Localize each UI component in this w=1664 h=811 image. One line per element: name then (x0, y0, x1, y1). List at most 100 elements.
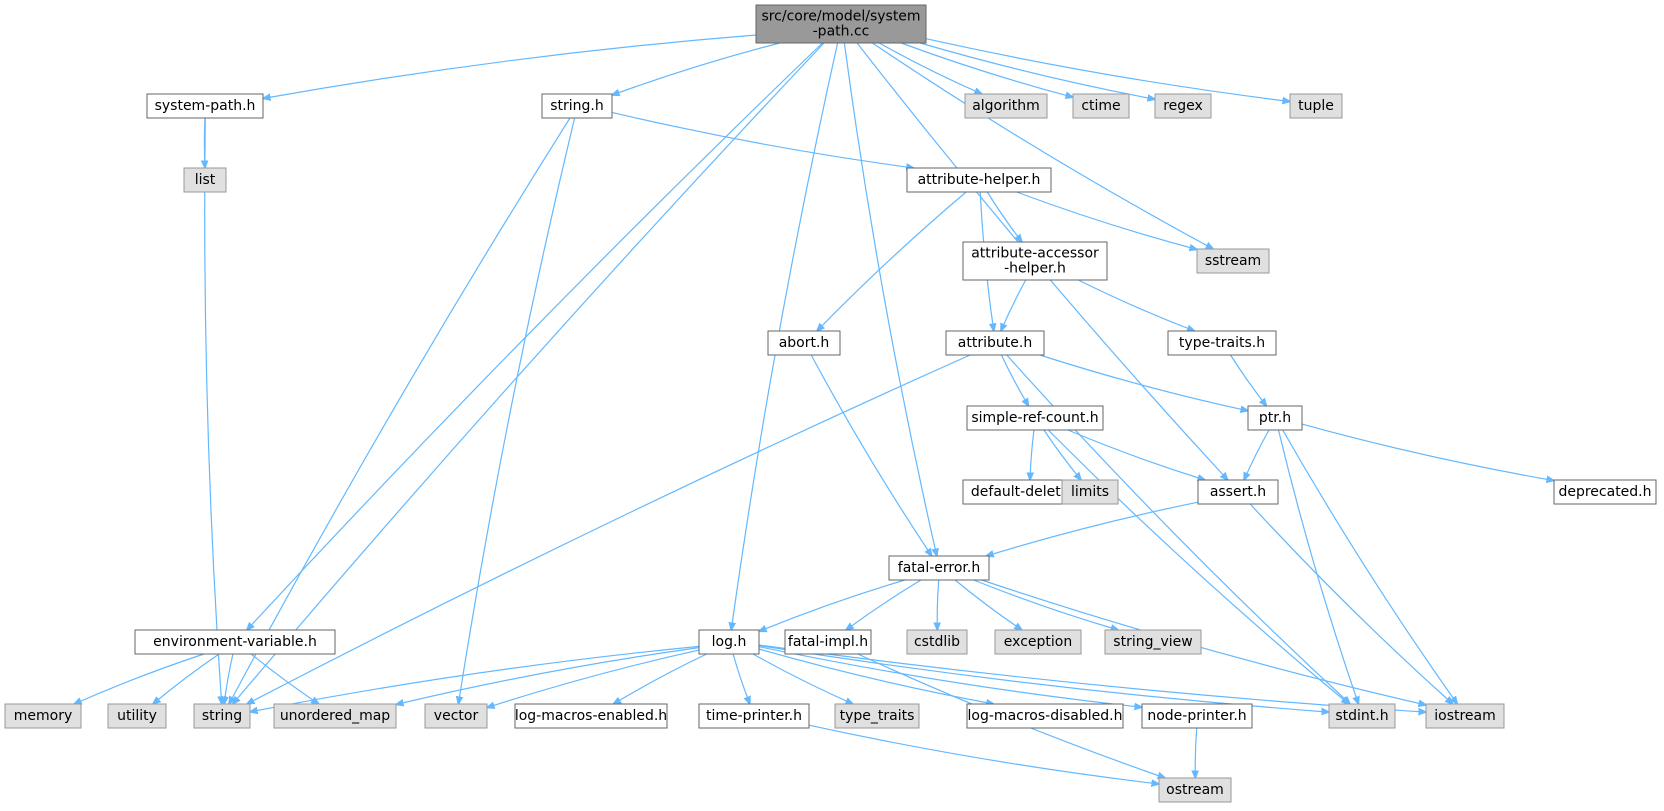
node-string-view[interactable]: string_view (1104, 629, 1202, 655)
node-system-path-h[interactable]: system-path.h (146, 93, 264, 119)
node-deprecated-h[interactable]: deprecated.h (1553, 479, 1657, 505)
node-box-vector (424, 703, 488, 729)
node-ptr-h[interactable]: ptr.h (1247, 405, 1303, 431)
node-label-memory: memory (14, 708, 73, 724)
node-fatal-impl-h[interactable]: fatal-impl.h (784, 629, 872, 655)
edge-ptr-h-to-stdint-h (1277, 429, 1359, 704)
node-label-environment-variable-h: environment-variable.h (153, 634, 317, 650)
node-label-fatal-impl-h: fatal-impl.h (788, 634, 868, 650)
edge-fatal-error-h-to-fatal-impl-h (846, 579, 922, 630)
edge-log-h-to-type-traits (752, 653, 853, 704)
edge-simple-ref-count-h-to-limits (1043, 429, 1081, 480)
node-box-ostream (1158, 777, 1232, 803)
node-exception[interactable]: exception (994, 629, 1082, 655)
node-label-algorithm: algorithm (972, 98, 1040, 114)
node-abort-h[interactable]: abort.h (767, 330, 841, 356)
node-label-fatal-error-h: fatal-error.h (898, 560, 980, 576)
node-iostream[interactable]: iostream (1425, 703, 1505, 729)
node-log-macros-disabled-h[interactable]: log-macros-disabled.h (966, 703, 1124, 729)
node-ctime[interactable]: ctime (1072, 93, 1130, 119)
node-limits[interactable]: limits (1061, 479, 1119, 505)
node-box-utility (107, 703, 167, 729)
node-label-attribute-accessor-helper-h: attribute-accessor (971, 246, 1099, 262)
node-box-string-h (541, 93, 613, 119)
edge-root-to-ctime (900, 42, 1073, 97)
node-label-cstdlib: cstdlib (914, 634, 960, 650)
node-algorithm[interactable]: algorithm (964, 93, 1048, 119)
node-box-string-view (1104, 629, 1202, 655)
node-label-limits: limits (1071, 484, 1109, 500)
node-box-memory (4, 703, 82, 729)
node-label-ctime: ctime (1081, 98, 1120, 114)
edge-root-to-algorithm (878, 42, 982, 94)
node-unordered-map[interactable]: unordered_map (273, 703, 397, 729)
node-box-string (193, 703, 251, 729)
node-tuple[interactable]: tuple (1289, 93, 1343, 119)
node-environment-variable-h[interactable]: environment-variable.h (134, 629, 336, 655)
edge-attribute-h-to-stdint-h (1006, 354, 1350, 704)
node-memory[interactable]: memory (4, 703, 82, 729)
node-label-type-traits: type_traits (840, 708, 915, 724)
node-cstdlib[interactable]: cstdlib (906, 629, 968, 655)
node-simple-ref-count-h[interactable]: simple-ref-count.h (966, 405, 1104, 431)
edge-root-to-sstream (872, 42, 1213, 249)
node-box-deprecated-h (1553, 479, 1657, 505)
node-list[interactable]: list (183, 167, 227, 193)
node-ostream[interactable]: ostream (1158, 777, 1232, 803)
node-label-sstream: sstream (1205, 253, 1261, 269)
node-label-regex: regex (1163, 98, 1203, 114)
node-label-stdint-h: stdint.h (1335, 708, 1388, 724)
edge-time-printer-h-to-ostream (808, 724, 1159, 784)
node-label-time-printer-h: time-printer.h (706, 708, 802, 724)
node-label-exception: exception (1004, 634, 1072, 650)
node-regex[interactable]: regex (1154, 93, 1212, 119)
node-box-type-traits-h (1167, 330, 1277, 356)
edge-assert-h-to-fatal-error-h (986, 501, 1199, 556)
node-assert-h[interactable]: assert.h (1197, 479, 1279, 505)
edge-log-h-to-time-printer-h (732, 653, 750, 704)
node-utility[interactable]: utility (107, 703, 167, 729)
node-box-node-printer-h (1141, 703, 1253, 729)
edge-attribute-h-to-simple-ref-count-h (1000, 354, 1028, 406)
node-type-traits-h[interactable]: type-traits.h (1167, 330, 1277, 356)
node-label-system-path-h: system-path.h (155, 98, 256, 114)
node-sstream[interactable]: sstream (1196, 248, 1270, 274)
node-node-printer-h[interactable]: node-printer.h (1141, 703, 1253, 729)
node-box-time-printer-h (698, 703, 810, 729)
node-time-printer-h[interactable]: time-printer.h (698, 703, 810, 729)
node-stdint-h[interactable]: stdint.h (1328, 703, 1396, 729)
edge-fatal-error-h-to-cstdlib (937, 579, 939, 630)
edge-attribute-accessor-helper-h-to-type-traits-h (1078, 279, 1194, 331)
node-attribute-h[interactable]: attribute.h (945, 330, 1045, 356)
node-vector[interactable]: vector (424, 703, 488, 729)
node-box-unordered-map (273, 703, 397, 729)
node-attribute-helper-h[interactable]: attribute-helper.h (906, 167, 1052, 193)
node-box-tuple (1289, 93, 1343, 119)
node-fatal-error-h[interactable]: fatal-error.h (888, 555, 990, 581)
node-string[interactable]: string (193, 703, 251, 729)
node-root[interactable]: src/core/model/system-path.cc (755, 4, 927, 44)
node-label-iostream: iostream (1434, 708, 1496, 724)
node-log-h[interactable]: log.h (698, 629, 760, 655)
edge-simple-ref-count-h-to-stdint-h (1047, 429, 1349, 704)
node-box-log-macros-enabled-h (514, 703, 668, 729)
node-label-ptr-h: ptr.h (1259, 410, 1291, 426)
node-label-list: list (195, 172, 216, 188)
node-label-tuple: tuple (1298, 98, 1334, 114)
edge-attribute-accessor-helper-h-to-attribute-h (1001, 279, 1027, 331)
node-log-macros-enabled-h[interactable]: log-macros-enabled.h (514, 703, 668, 729)
node-attribute-accessor-helper-h[interactable]: attribute-accessor-helper.h (962, 241, 1108, 281)
node-label-attribute-helper-h: attribute-helper.h (918, 172, 1041, 188)
node-string-h[interactable]: string.h (541, 93, 613, 119)
node-box-regex (1154, 93, 1212, 119)
edge-root-to-regex (920, 42, 1155, 99)
node-box-environment-variable-h (134, 629, 336, 655)
edge-ptr-h-to-iostream (1282, 429, 1458, 704)
edges-layer (74, 34, 1554, 784)
edge-root-to-fatal-error-h (843, 42, 936, 556)
node-type-traits[interactable]: type_traits (834, 703, 920, 729)
node-label-type-traits-h: type-traits.h (1179, 335, 1265, 351)
node-label-utility: utility (117, 708, 157, 724)
edge-attribute-helper-h-to-attribute-accessor-helper-h (986, 191, 1022, 242)
